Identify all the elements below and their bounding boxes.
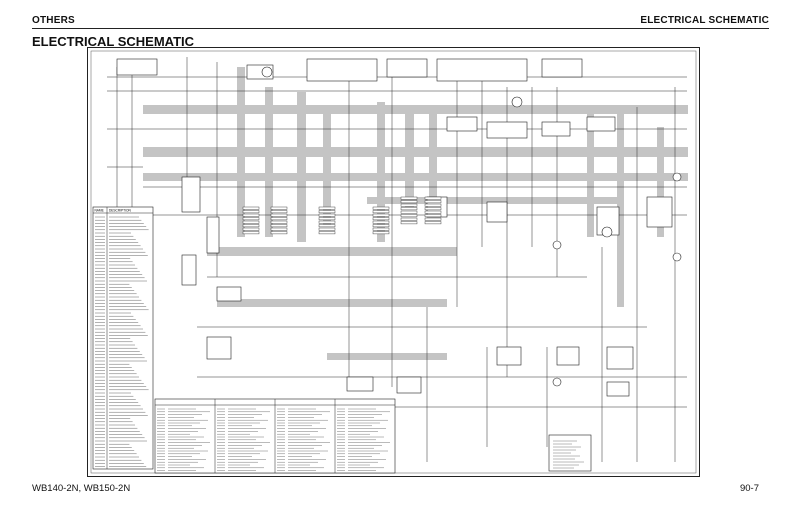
header-rule xyxy=(32,28,769,29)
connector-ticks xyxy=(242,196,442,235)
section-label-right: ELECTRICAL SCHEMATIC xyxy=(640,15,769,26)
legend-table-left: NAME DESCRIPTION xyxy=(92,206,154,470)
footer-model: WB140-2N, WB150-2N xyxy=(32,483,131,494)
section-label-left: OTHERS xyxy=(32,15,75,26)
schematic-sheet: NAME DESCRIPTION xyxy=(87,47,700,477)
page-title: ELECTRICAL SCHEMATIC xyxy=(32,34,195,49)
legend-table-description-header: DESCRIPTION xyxy=(109,209,131,213)
notes-box xyxy=(548,434,592,472)
legend-table-code-header: NAME xyxy=(95,209,104,213)
schematic-drawing: NAME DESCRIPTION xyxy=(87,47,700,477)
schematic-border xyxy=(87,47,700,477)
wire-bundles xyxy=(143,67,688,360)
component-circles xyxy=(261,66,682,387)
legend-table-bottom xyxy=(154,398,396,474)
footer-page-number: 90-7 xyxy=(739,483,759,494)
component-blocks xyxy=(116,58,673,397)
